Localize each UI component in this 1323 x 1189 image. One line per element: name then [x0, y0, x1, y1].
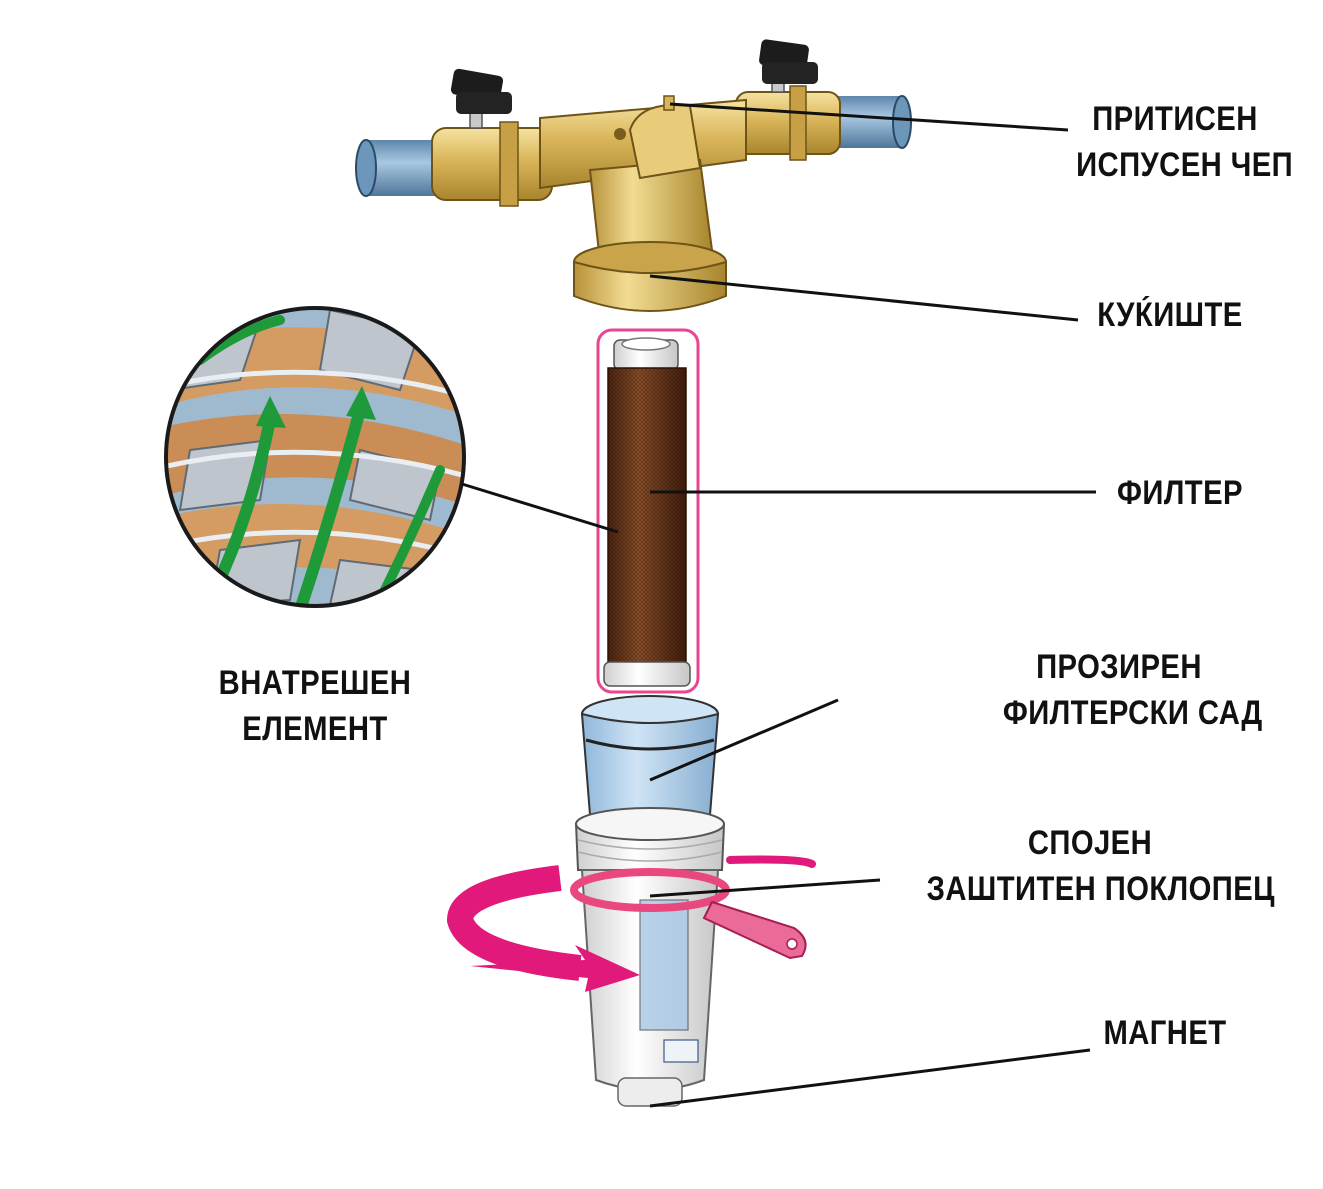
- label-inner-element-line2: ЕЛЕМЕНТ: [242, 710, 388, 748]
- label-bowl-line2: ФИЛТЕРСКИ САД: [1002, 694, 1263, 732]
- label-drain-plug: ПРИТИСЕН ИСПУСЕН ЧЕП: [1076, 96, 1294, 188]
- label-housing: КУЌИШТЕ: [1084, 292, 1256, 338]
- leader-lines: [461, 102, 1096, 1108]
- leader-bowl: [649, 698, 839, 782]
- label-cover: СПОЈЕН ЗАШТИТЕН ПОКЛОПЕЦ: [926, 820, 1275, 912]
- ball-valve-handle-icon: [759, 39, 818, 93]
- housing-ring: [573, 260, 727, 312]
- rotation-arrow-icon: [446, 855, 816, 992]
- filter-bowl-assembly: [574, 695, 726, 1107]
- label-drain-plug-line2: ИСПУСЕН ЧЕП: [1076, 146, 1294, 184]
- leader-inner-element: [461, 482, 619, 534]
- leader-magnet: [649, 1048, 1091, 1108]
- label-inner-element-line1: ВНАТРЕШЕН: [218, 664, 412, 702]
- label-bowl: ПРОЗИРЕН ФИЛТЕРСКИ САД: [1002, 644, 1263, 736]
- leader-cover: [649, 878, 881, 898]
- label-magnet: МАГНЕТ: [1092, 1010, 1238, 1056]
- label-filter-line1: ФИЛТЕР: [1117, 474, 1243, 512]
- ball-valve-handle-icon: [450, 68, 512, 129]
- filter-cartridge: [596, 328, 700, 694]
- leader-drain-plug: [669, 102, 1069, 132]
- inner-element-detail: [157, 299, 473, 615]
- label-cover-line1: СПОЈЕН: [1027, 824, 1153, 862]
- label-inner-element: ВНАТРЕШЕН ЕЛЕМЕНТ: [216, 660, 414, 752]
- outlet-pipe: [830, 96, 906, 148]
- label-cover-line2: ЗАШТИТЕН ПОКЛОПЕЦ: [926, 870, 1275, 908]
- label-bowl-line1: ПРОЗИРЕН: [1036, 648, 1202, 686]
- label-magnet-line1: МАГНЕТ: [1103, 1014, 1227, 1052]
- valve-assembly: [355, 39, 912, 312]
- inlet-pipe: [362, 140, 442, 196]
- leader-housing: [649, 274, 1079, 322]
- label-filter: ФИЛТЕР: [1103, 470, 1258, 516]
- label-drain-plug-line1: ПРИТИСЕН: [1092, 100, 1258, 138]
- label-housing-line1: КУЌИШТЕ: [1097, 296, 1243, 334]
